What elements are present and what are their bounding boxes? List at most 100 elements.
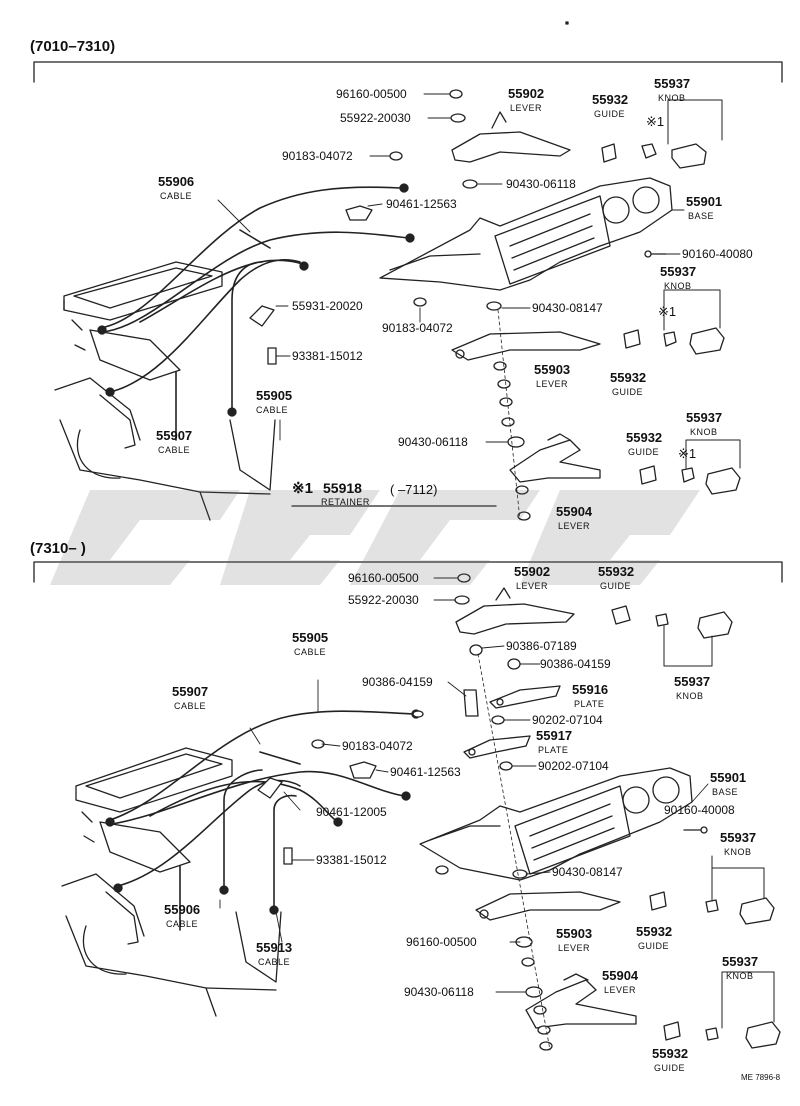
part-name: LEVER	[536, 379, 569, 389]
part-label: 55932	[592, 92, 629, 107]
top-lever-55904	[509, 433, 601, 483]
part-name: CABLE	[160, 191, 193, 201]
part-label: 55913	[256, 940, 293, 955]
top-heater-unit	[54, 261, 276, 521]
bottom-plate-55917	[463, 735, 531, 759]
part-label: 90183-04072	[382, 321, 453, 335]
part-label: 55907	[172, 684, 209, 699]
part-label: 55932	[652, 1046, 689, 1061]
bottom-leader-lines	[219, 577, 709, 993]
part-label: 55906	[158, 174, 195, 189]
part-name: KNOB	[664, 281, 692, 291]
part-name: LEVER	[516, 581, 549, 591]
part-label: 55932	[598, 564, 635, 579]
part-label: 55937	[654, 76, 691, 91]
part-label: 55901	[686, 194, 723, 209]
part-name: GUIDE	[600, 581, 632, 591]
top-base-plate	[379, 177, 673, 291]
footnote-part-number: 55918	[323, 480, 362, 496]
part-label: 90160-40080	[682, 247, 753, 261]
part-label: 55917	[536, 728, 573, 743]
part-label: 96160-00500	[336, 87, 407, 101]
part-name: GUIDE	[628, 447, 660, 457]
bottom-knobs-and-guides	[611, 605, 781, 1049]
part-label: 90430-08147	[532, 301, 603, 315]
top-cable-ends	[97, 183, 415, 417]
bottom-cables	[109, 710, 415, 931]
part-name: BASE	[712, 787, 739, 797]
bottom-section-bracket	[33, 561, 783, 583]
note-mark: ※1	[678, 446, 697, 461]
part-name: CABLE	[166, 919, 199, 929]
top-section-label: (7010–7310)	[30, 38, 116, 55]
part-label: 55922-20030	[348, 593, 419, 607]
part-label: 55931-20020	[292, 299, 363, 313]
part-name: GUIDE	[594, 109, 626, 119]
part-label: 55916	[572, 682, 609, 697]
bottom-dashed-axis	[477, 653, 551, 1051]
part-label: 90183-04072	[282, 149, 353, 163]
part-label: 90183-04072	[342, 739, 413, 753]
part-label: 55937	[686, 410, 723, 425]
part-name: KNOB	[676, 691, 704, 701]
top-dashed-axis	[497, 309, 521, 521]
part-name: CABLE	[158, 445, 191, 455]
bottom-base-plate	[419, 767, 693, 881]
top-leader-lines	[175, 93, 685, 443]
top-lever-55902	[451, 111, 571, 163]
part-label: 93381-15012	[316, 853, 387, 867]
part-name: PLATE	[574, 699, 605, 709]
part-label: 55907	[156, 428, 193, 443]
part-label: 55902	[508, 86, 545, 101]
part-label: 90160-40008	[664, 803, 735, 817]
part-label: 55932	[636, 924, 673, 939]
part-label: 55922-20030	[340, 111, 411, 125]
part-label: 55937	[674, 674, 711, 689]
footnote-part-name: RETAINER	[321, 497, 370, 507]
note-mark: ※1	[658, 304, 677, 319]
part-label: 90386-04159	[540, 657, 611, 671]
top-knobs-and-guides	[601, 143, 741, 495]
part-label: 93381-15012	[292, 349, 363, 363]
part-name: PLATE	[538, 745, 569, 755]
top-section-bracket	[33, 61, 783, 83]
part-label: 55905	[292, 630, 329, 645]
part-label: 55903	[534, 362, 571, 377]
part-label: 55904	[602, 968, 639, 983]
part-label: 55904	[556, 504, 593, 519]
footnote-range: ( –7112)	[390, 482, 438, 497]
part-name: GUIDE	[612, 387, 644, 397]
part-label: 55937	[720, 830, 757, 845]
tick-mark	[565, 21, 569, 25]
part-label: 55932	[626, 430, 663, 445]
part-name: GUIDE	[654, 1063, 686, 1073]
watermark-logo	[50, 490, 700, 585]
part-label: 96160-00500	[406, 935, 477, 949]
part-label: 55902	[514, 564, 551, 579]
bottom-heater-unit	[61, 747, 282, 1017]
part-label: 55903	[556, 926, 593, 941]
part-label: 90202-07104	[532, 713, 603, 727]
part-name: CABLE	[258, 957, 291, 967]
part-name: LEVER	[558, 521, 591, 531]
part-name: LEVER	[558, 943, 591, 953]
part-name: CABLE	[256, 405, 289, 415]
part-label: 90461-12563	[390, 765, 461, 779]
bottom-lever-55902	[455, 587, 575, 635]
part-label: 55901	[710, 770, 747, 785]
part-label: 90430-08147	[552, 865, 623, 879]
top-knob-brackets	[663, 99, 741, 469]
part-name: LEVER	[510, 103, 543, 113]
footnote-mark: ※1	[292, 480, 313, 497]
diagram-code: ME 7896-8	[741, 1073, 781, 1082]
top-cables	[99, 186, 409, 441]
part-name: CABLE	[174, 701, 207, 711]
bottom-cable-ends	[105, 709, 421, 915]
bottom-section-label: (7310– )	[30, 540, 86, 557]
bottom-small-parts	[257, 573, 708, 1051]
part-label: 90386-04159	[362, 675, 433, 689]
part-name: KNOB	[724, 847, 752, 857]
part-name: CABLE	[294, 647, 327, 657]
part-label: 55937	[660, 264, 697, 279]
